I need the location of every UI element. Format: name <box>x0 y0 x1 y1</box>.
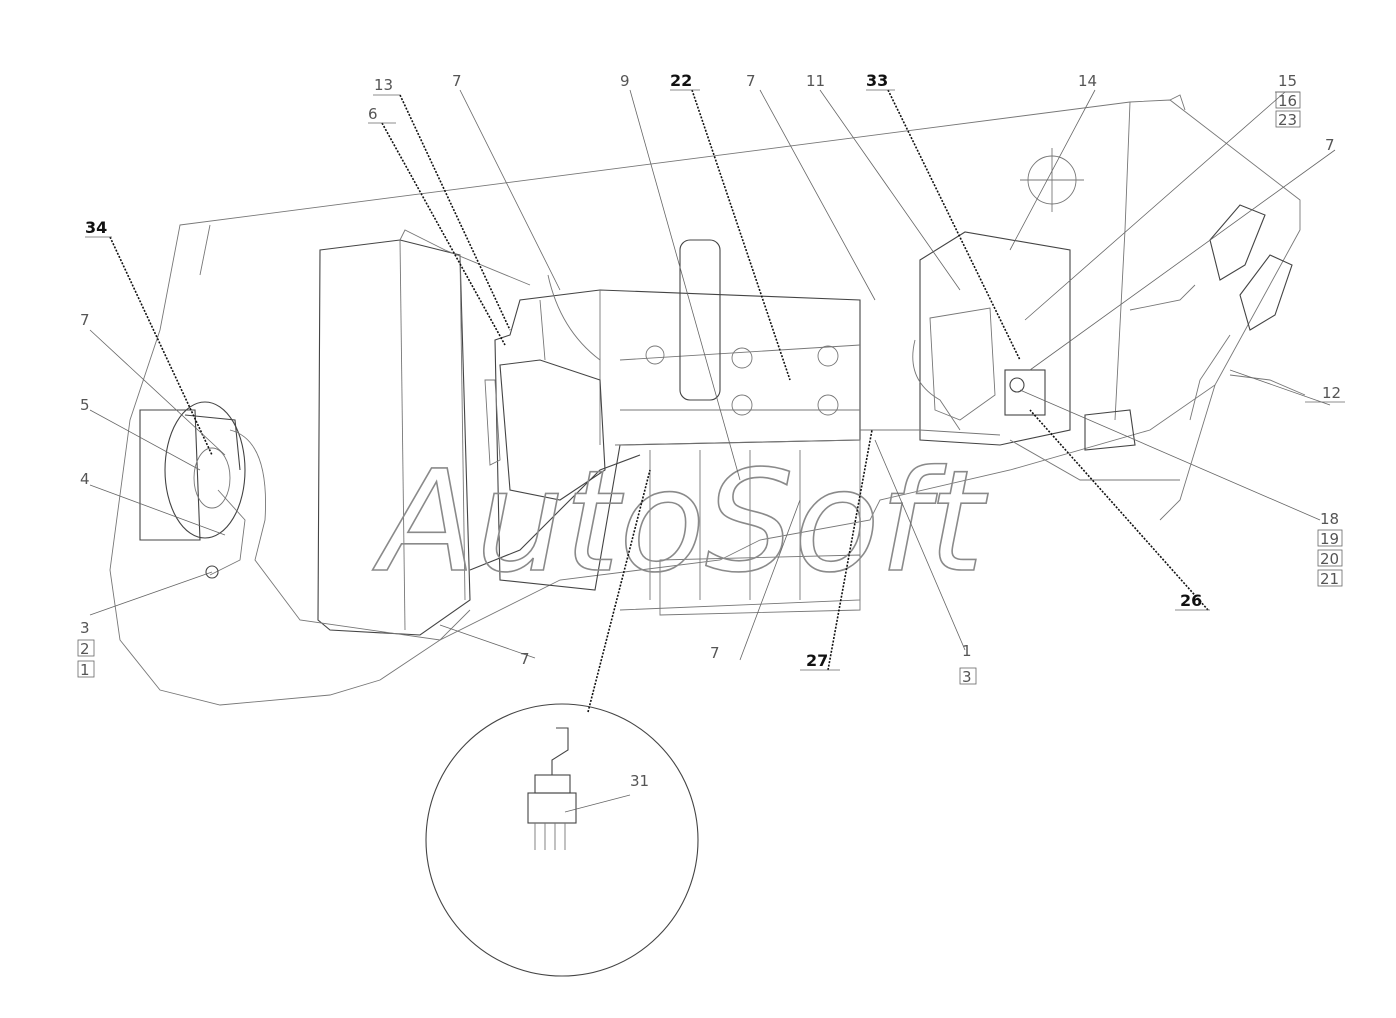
callout-22: 22 <box>670 71 692 90</box>
callout-16: 16 <box>1278 92 1297 110</box>
wiring-harness <box>469 274 1001 571</box>
callout-33: 33 <box>866 71 888 90</box>
callout-9: 9 <box>620 72 630 90</box>
callout-7-left: 7 <box>80 311 90 329</box>
callout-1-right: 1 <box>962 642 972 660</box>
callout-7-top-middle: 7 <box>746 72 756 90</box>
callout-34: 34 <box>85 218 107 237</box>
callout-4: 4 <box>80 470 90 488</box>
callout-14: 14 <box>1078 72 1097 90</box>
leader-lines <box>85 89 1345 713</box>
callout-23: 23 <box>1278 111 1297 129</box>
callout-15: 15 <box>1278 72 1297 90</box>
headlamp-assembly <box>1084 204 1293 451</box>
watermark-text: AutoSoft <box>372 441 989 604</box>
callout-21: 21 <box>1320 570 1339 588</box>
callout-7-bottom-middle: 7 <box>710 644 720 662</box>
callout-5: 5 <box>80 396 90 414</box>
callout-7-bottom-left: 7 <box>520 650 530 668</box>
battery-box <box>912 231 1180 481</box>
callout-26: 26 <box>1180 591 1202 610</box>
engine-block <box>484 239 861 616</box>
callout-7-top-left: 7 <box>452 72 462 90</box>
callout-boxes <box>77 91 1343 685</box>
callout-2-left: 2 <box>80 640 90 658</box>
callout-1-left: 1 <box>80 661 90 679</box>
callout-20: 20 <box>1320 550 1339 568</box>
callout-3-left: 3 <box>80 619 90 637</box>
callout-7-top-right: 7 <box>1325 136 1335 154</box>
callout-27: 27 <box>806 651 828 670</box>
callout-11: 11 <box>806 72 825 90</box>
callout-3-right: 3 <box>962 668 972 686</box>
callout-12: 12 <box>1322 384 1341 402</box>
callout-labels: 34 13 6 7 9 22 7 11 33 14 15 16 23 7 12 … <box>80 71 1341 790</box>
callout-31: 31 <box>630 772 649 790</box>
detail-view <box>425 703 699 977</box>
crosshair-mark <box>1020 148 1084 212</box>
callout-13: 13 <box>374 76 393 94</box>
callout-18: 18 <box>1320 510 1339 528</box>
callout-6: 6 <box>368 105 378 123</box>
radiator <box>317 229 531 636</box>
vehicle-body-outline <box>109 94 1306 706</box>
callout-19: 19 <box>1320 530 1339 548</box>
